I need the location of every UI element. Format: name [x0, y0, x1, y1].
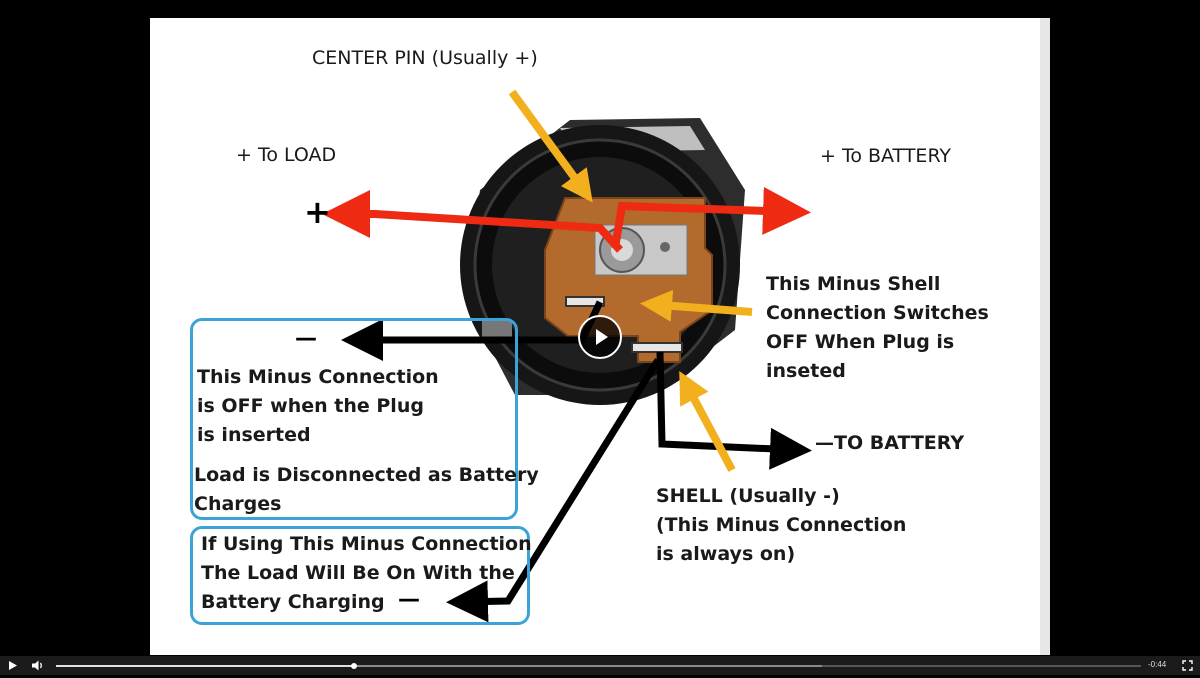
minus-off-note: This Minus Connection is OFF when the Pl… [197, 366, 439, 446]
minus-on-box [190, 526, 530, 625]
shell-note: SHELL (Usually -) (This Minus Connection… [656, 485, 907, 565]
to-battery-label: + To BATTERY [820, 145, 952, 167]
minus-symbol-load: — [295, 326, 317, 351]
center-pin-label: CENTER PIN (Usually +) [312, 47, 538, 69]
minus-always-on-wire [446, 358, 661, 623]
minus-on-note: If Using This Minus Connection The Load … [201, 533, 532, 613]
time-remaining: -0:44 [1148, 660, 1167, 669]
to-battery-minus-label: —TO BATTERY [815, 432, 965, 454]
plus-wire [322, 190, 623, 253]
switch-pointer [640, 289, 753, 322]
fullscreen-icon [1182, 660, 1193, 671]
play-button[interactable] [5, 658, 20, 673]
to-load-label: + To LOAD [236, 144, 337, 166]
volume-icon [32, 660, 42, 671]
switch-note: This Minus Shell Connection Switches OFF… [766, 273, 989, 382]
minus-symbol-charging: — [398, 587, 420, 612]
play-icon [9, 661, 17, 670]
progress-buffered [56, 665, 822, 667]
progress-handle[interactable] [351, 663, 358, 669]
plus-battery-wire [611, 186, 811, 249]
load-disconnected-note: Load is Disconnected as Battery Charges [194, 464, 539, 515]
minus-battery-wire [656, 351, 812, 470]
volume-button[interactable] [30, 658, 45, 673]
plus-symbol: + [304, 193, 331, 231]
progress-played [56, 665, 355, 667]
progress-bar[interactable] [56, 663, 1141, 669]
center-pin-pointer [508, 89, 593, 203]
shell-pointer [679, 370, 736, 472]
big-play-button[interactable] [578, 315, 622, 359]
minus-off-box [190, 318, 518, 520]
player-controls: -0:44 [0, 656, 1200, 675]
fullscreen-button[interactable] [1180, 658, 1195, 673]
jack-diagram [322, 89, 812, 623]
slide-edge [1040, 18, 1050, 655]
